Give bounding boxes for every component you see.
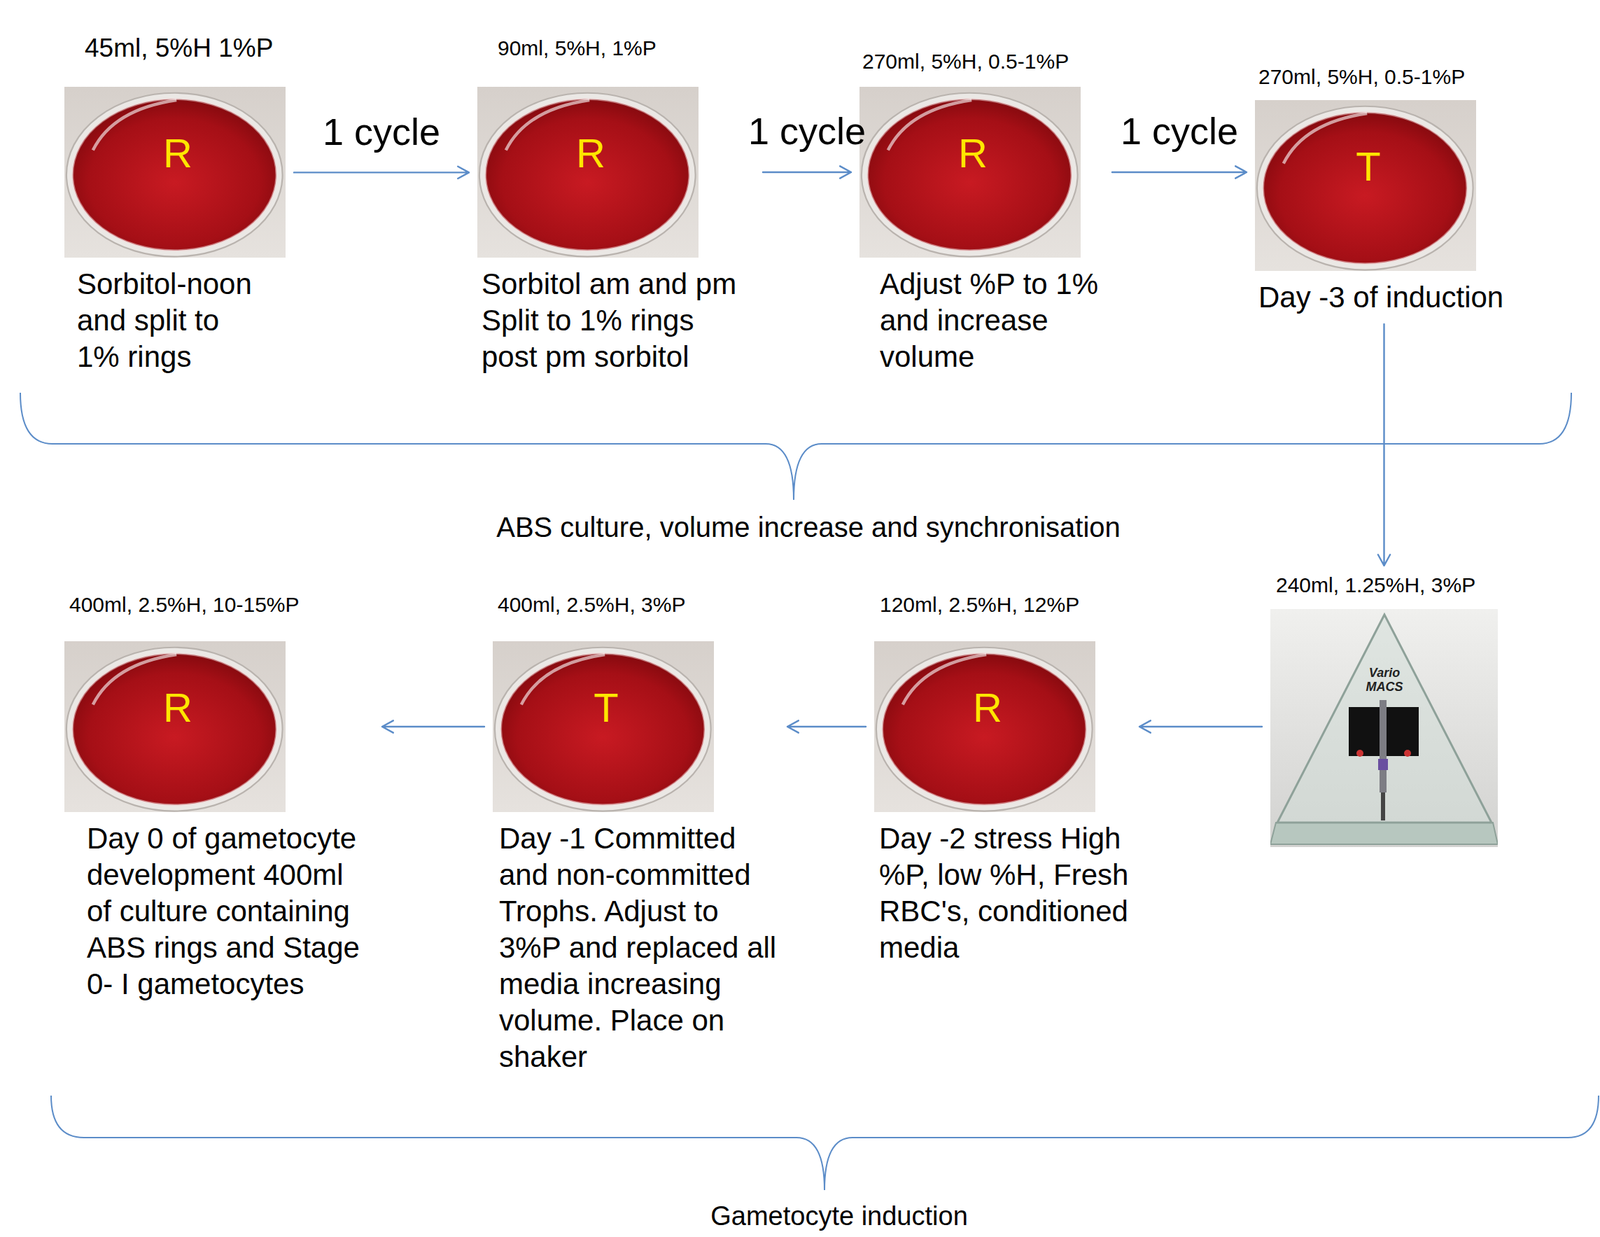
step-description: Sorbitol am and pm Split to 1% rings pos… <box>481 265 755 376</box>
culture-conditions: 240ml, 1.25%H, 3%P <box>1275 572 1498 598</box>
cycle-label: 1 cycle <box>748 108 866 154</box>
culture-dish-node: 270ml, 5%H, 0.5-1%P T Day -3 of induction <box>1254 64 1504 316</box>
culture-conditions: 45ml, 5%H 1%P <box>84 32 286 64</box>
petri-dish: R <box>874 641 1096 812</box>
culture-conditions: 270ml, 5%H, 0.5-1%P <box>862 48 1104 75</box>
culture-dish-node: 90ml, 5%H, 1%P R Sorbitol am and pm Split … <box>477 35 755 376</box>
phase-label: Gametocyte induction <box>710 1201 968 1232</box>
stage-letter: T <box>1254 143 1477 190</box>
step-description: Sorbitol-noon and split to 1% rings <box>76 265 266 376</box>
magnetic-separator-photo <box>1270 608 1498 847</box>
flow-arrow <box>1139 720 1262 733</box>
device-label: Vario MACS <box>1364 666 1405 695</box>
step-description: Day 0 of gametocyte development 400ml of… <box>86 820 374 1003</box>
step-description: Day -3 of induction <box>1258 279 1504 316</box>
culture-conditions: 270ml, 5%H, 0.5-1%P <box>1258 64 1504 90</box>
stage-letter: R <box>874 684 1096 731</box>
macs-column-node: 240ml, 1.25%H, 3%P Vario MACS <box>1270 572 1498 847</box>
stage-letter: R <box>859 130 1081 177</box>
petri-dish: R <box>477 86 699 258</box>
culture-conditions: 120ml, 2.5%H, 12%P <box>879 592 1132 618</box>
stage-letter: R <box>64 684 286 731</box>
bracket <box>51 1095 1599 1190</box>
stage-letter: R <box>64 130 286 177</box>
stage-letter: T <box>492 684 714 731</box>
culture-conditions: 400ml, 2.5%H, 10-15%P <box>69 592 374 618</box>
culture-dish-node: 45ml, 5%H 1%P R Sorbitol-noon and split to… <box>64 32 286 376</box>
step-description: Adjust %P to 1% and increase volume <box>879 265 1104 376</box>
culture-conditions: 90ml, 5%H, 1%P <box>497 35 755 61</box>
culture-dish-node: 400ml, 2.5%H, 3%P T Day -1 Committed and n… <box>492 592 780 1076</box>
flow-arrow <box>787 720 866 733</box>
flow-arrow <box>762 165 852 178</box>
phase-label: ABS culture, volume increase and synchro… <box>496 510 1121 544</box>
culture-dish-node: 400ml, 2.5%H, 10-15%P R Day 0 of gametocyt… <box>64 592 374 1003</box>
stage-letter: R <box>477 130 699 177</box>
petri-dish: R <box>64 86 286 258</box>
step-description: Day -1 Committed and non-committed Troph… <box>499 820 780 1076</box>
step-description: Day -2 stress High %P, low %H, Fresh RBC… <box>879 820 1132 966</box>
culture-conditions: 400ml, 2.5%H, 3%P <box>497 592 780 618</box>
cycle-label: 1 cycle <box>1120 108 1239 154</box>
cycle-label: 1 cycle <box>322 109 441 155</box>
petri-dish: R <box>64 641 286 812</box>
petri-dish: T <box>492 641 714 812</box>
culture-dish-node: 120ml, 2.5%H, 12%P R Day -2 stress High %P… <box>874 592 1132 966</box>
culture-dish-node: 270ml, 5%H, 0.5-1%P R Adjust %P to 1% and … <box>859 48 1104 376</box>
flow-arrow <box>1112 165 1247 178</box>
bracket <box>20 392 1572 500</box>
flow-arrow <box>382 720 485 733</box>
flow-arrow <box>1378 324 1391 566</box>
device-photo: Vario MACS <box>1270 608 1498 847</box>
petri-dish: T <box>1254 100 1477 271</box>
petri-dish: R <box>859 86 1081 258</box>
flow-arrow <box>293 166 469 179</box>
